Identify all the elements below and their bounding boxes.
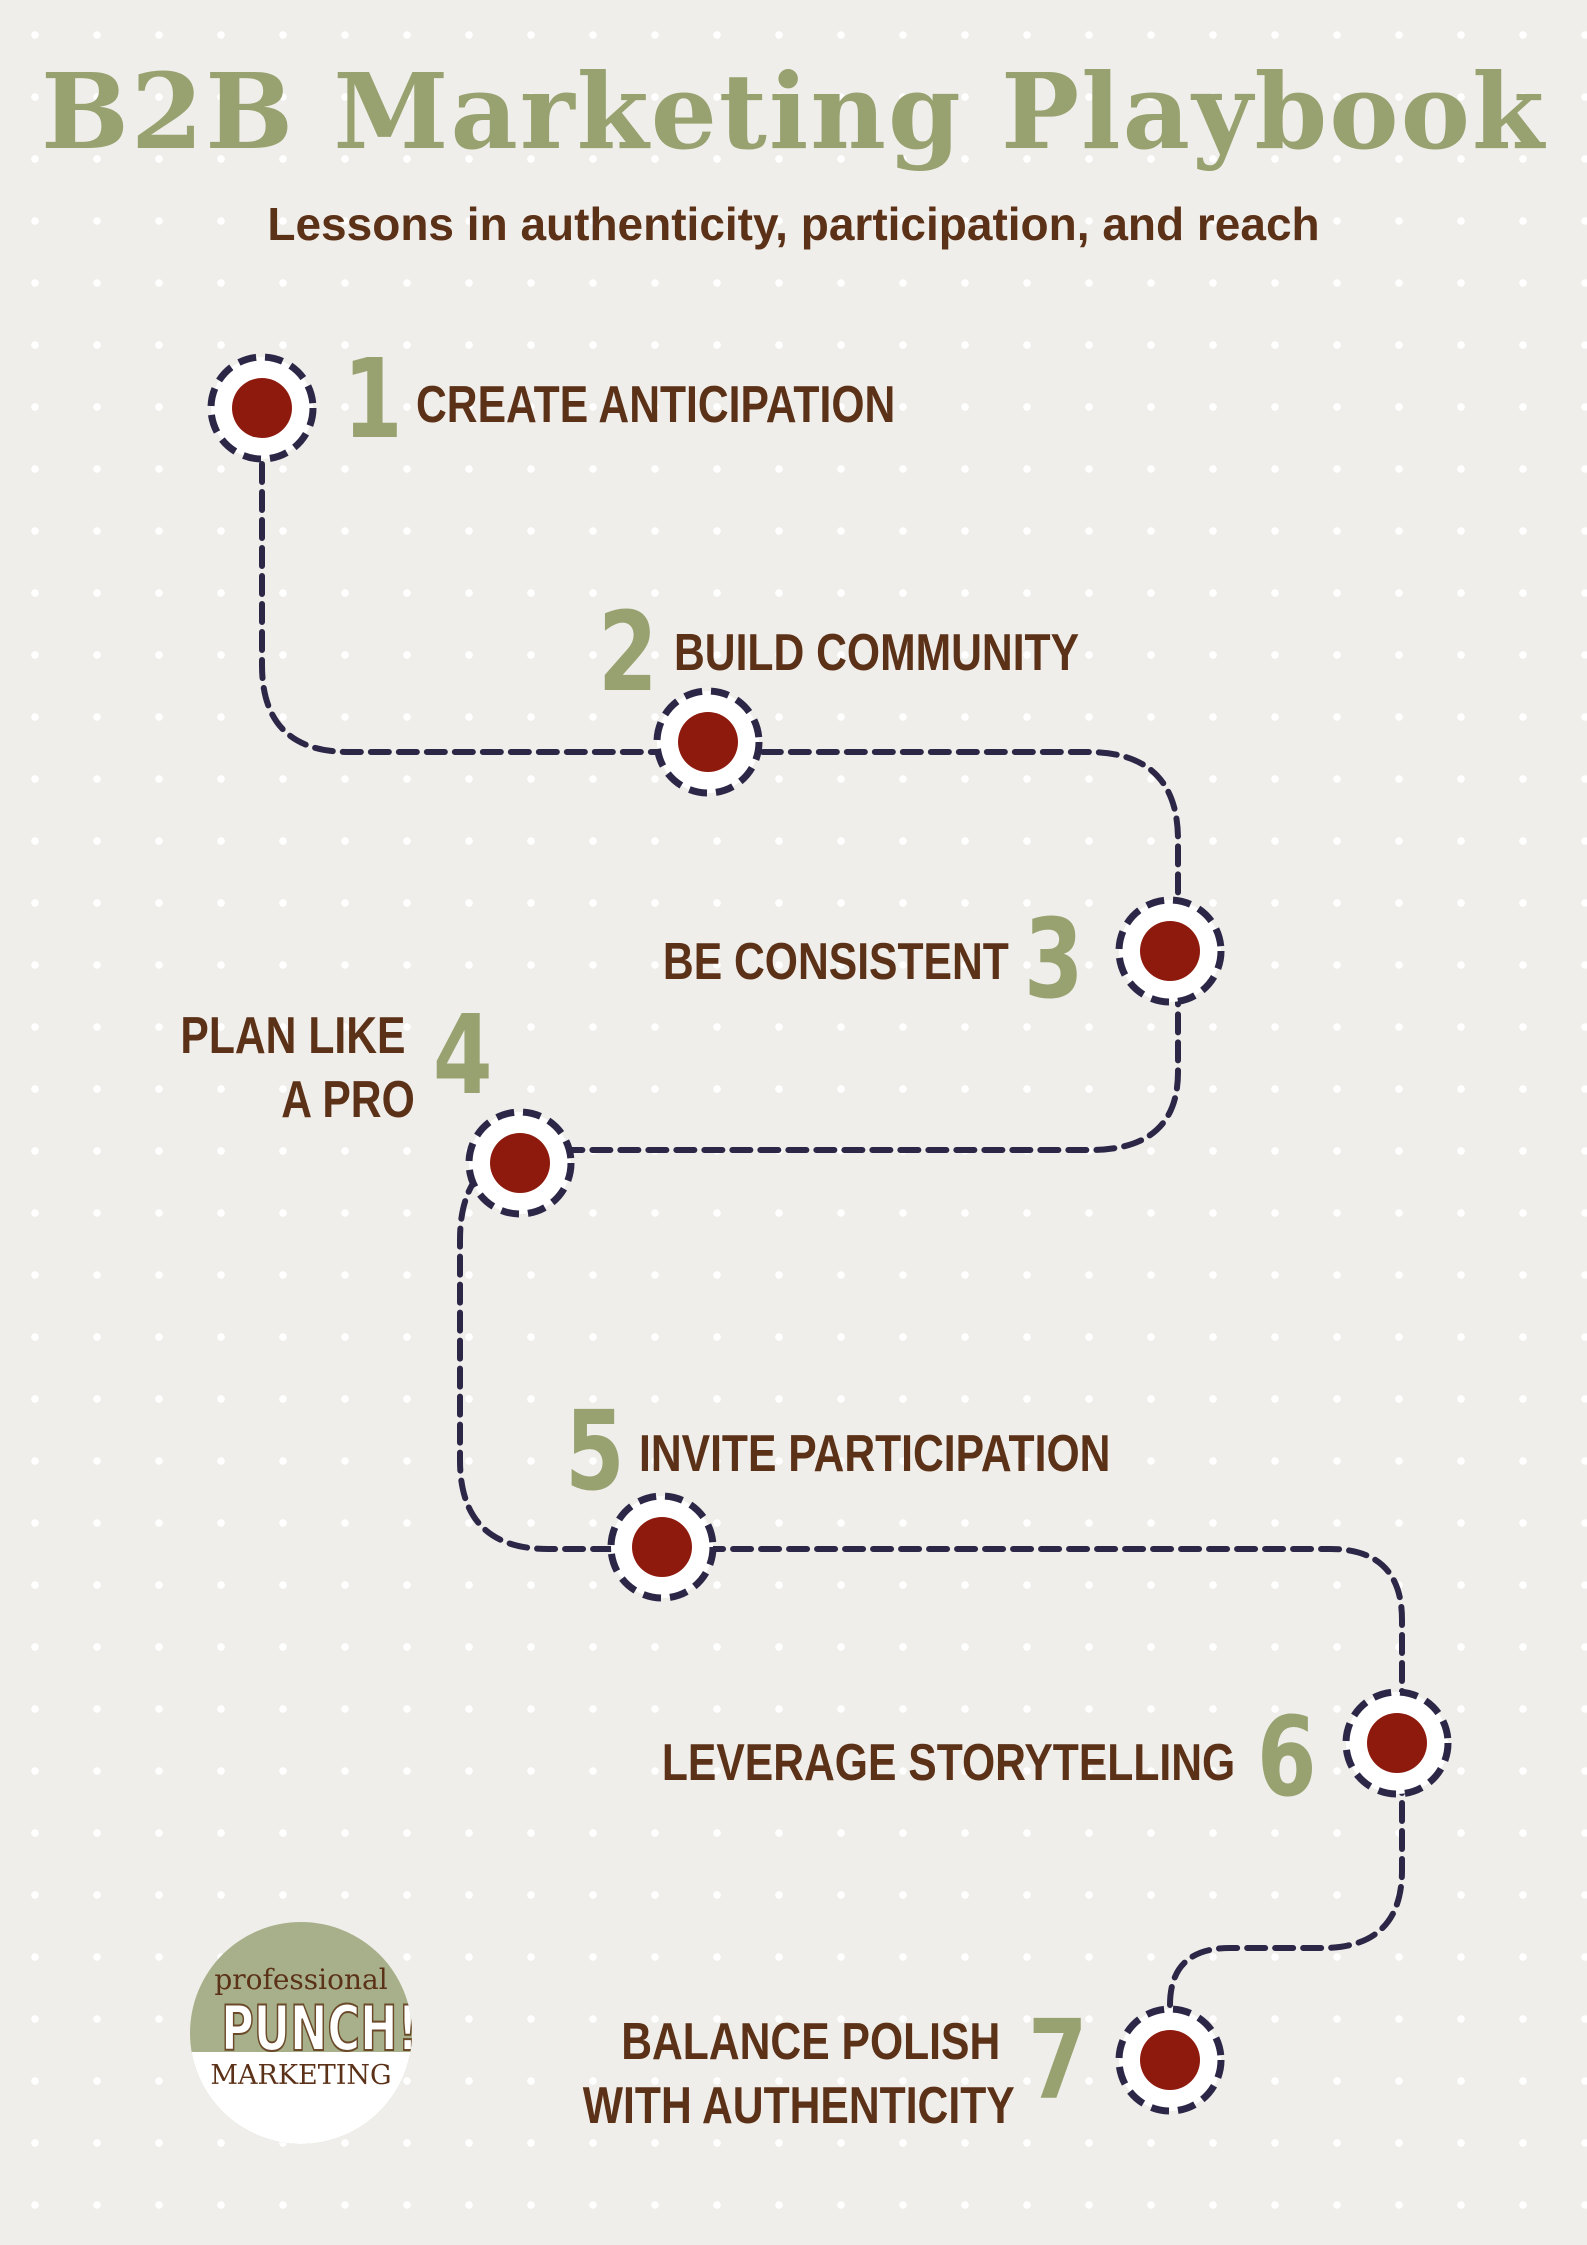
step-3-label: BE CONSISTENT [663,933,1009,991]
step-1-label: CREATE ANTICIPATION [416,376,896,434]
step-2-label: BUILD COMMUNITY [674,624,1080,682]
step-7-number: 7 [1028,1996,1088,2124]
step-6-number: 6 [1257,1693,1317,1821]
step-5-number: 5 [565,1387,625,1515]
logo-band [190,2052,412,2144]
step-6-label: LEVERAGE STORYTELLING [661,1734,1235,1792]
company-logo: professional PUNCH! MARKETING [190,1922,412,2144]
logo-line-professional: professional [214,1963,388,1996]
step-5-label: INVITE PARTICIPATION [639,1425,1111,1483]
route-node-7 [1115,2005,1225,2115]
step-2-number: 2 [598,588,658,716]
page-subtitle: Lessons in authenticity, participation, … [267,198,1320,250]
step-7-label-line2: WITH AUTHENTICITY [583,2077,1015,2135]
step-4-label-line2: A PRO [281,1071,415,1129]
step-4-label-line1: PLAN LIKE [179,1007,405,1065]
route-node-5 [607,1492,717,1602]
step-1-number: 1 [343,335,403,463]
route-node-1 [207,353,317,463]
route-node-2 [653,687,763,797]
step-4-number: 4 [433,991,493,1119]
page-title: B2B Marketing Playbook [40,50,1547,173]
route-node-3 [1115,896,1225,1006]
route-node-6 [1342,1688,1452,1798]
route-node-4 [465,1108,575,1218]
logo-line-punch: PUNCH! [220,1992,412,2065]
step-7-label-line1: BALANCE POLISH [620,2013,1000,2071]
dashed-route [259,405,1405,2033]
step-3-number: 3 [1024,895,1084,1023]
logo-line-marketing: MARKETING [210,2060,392,2091]
